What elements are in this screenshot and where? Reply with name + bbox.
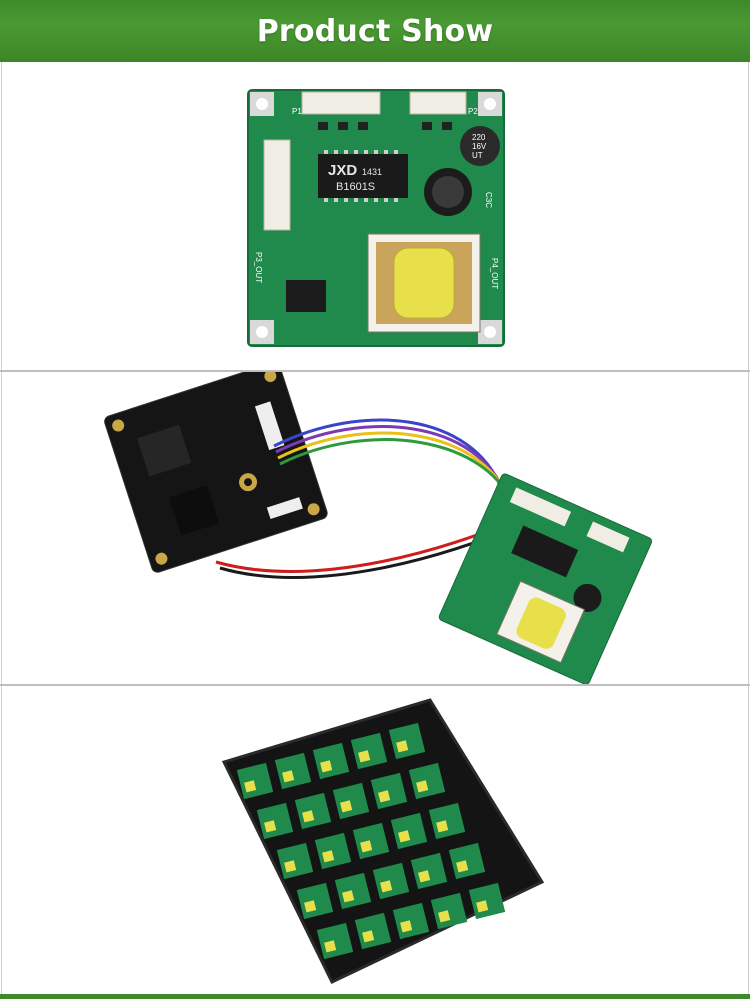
tray-module-board bbox=[430, 892, 468, 930]
tray-module-board bbox=[350, 732, 388, 770]
tray-module-board bbox=[296, 882, 334, 920]
label-p2: P2 bbox=[468, 107, 478, 116]
tray-module-transformer bbox=[342, 890, 355, 903]
page-title: Product Show bbox=[256, 13, 494, 49]
tray-module-transformer bbox=[400, 920, 413, 933]
chip-code-text: 1431 bbox=[362, 167, 382, 177]
poe-module-board-image: JXD 1431 B1601S 220 16V UT P1 P2 P3_OUT … bbox=[247, 89, 505, 347]
tray-module-transformer bbox=[378, 790, 391, 803]
tray-module-transformer bbox=[396, 740, 409, 753]
tray-module-transformer bbox=[380, 880, 393, 893]
tray-module-board bbox=[408, 762, 446, 800]
tray-module-board bbox=[448, 842, 486, 880]
tray-module-transformer bbox=[358, 750, 371, 763]
tray-module-transformer bbox=[418, 870, 431, 883]
camera-board-with-poe-module-image bbox=[104, 372, 653, 684]
tray-module-board bbox=[314, 832, 352, 870]
product-photo-board: JXD 1431 B1601S 220 16V UT P1 P2 P3_OUT … bbox=[1, 62, 749, 370]
tray-module-transformer bbox=[436, 820, 449, 833]
tray-module-transformer bbox=[476, 900, 489, 913]
tray-module-board bbox=[392, 902, 430, 940]
tray-module-transformer bbox=[264, 820, 277, 833]
tray-module-transformer bbox=[304, 900, 317, 913]
tray-module-transformer bbox=[324, 940, 337, 953]
tray-module-transformer bbox=[282, 770, 295, 783]
tray-of-poe-modules-image bbox=[221, 698, 545, 984]
tray-module-board bbox=[256, 802, 294, 840]
tray-module-board bbox=[354, 912, 392, 950]
section-divider bbox=[0, 684, 750, 686]
tray-module-transformer bbox=[340, 800, 353, 813]
tray-module-board bbox=[236, 762, 274, 800]
product-photo-connected bbox=[1, 372, 749, 684]
product-photo-tray bbox=[1, 686, 749, 994]
label-c3c: C3C bbox=[484, 192, 493, 208]
capacitor-text-2: 16V bbox=[472, 142, 487, 151]
capacitor-text-1: 220 bbox=[472, 133, 486, 142]
tray-module-transformer bbox=[362, 930, 375, 943]
tray-module-board bbox=[334, 872, 372, 910]
chip-brand-text: JXD bbox=[328, 162, 357, 179]
chip-model-text: B1601S bbox=[336, 181, 375, 193]
tray-module-transformer bbox=[284, 860, 297, 873]
tray-module-board bbox=[352, 822, 390, 860]
header-banner: Product Show bbox=[0, 0, 750, 62]
tray-module-board bbox=[372, 862, 410, 900]
tray-module-transformer bbox=[438, 910, 451, 923]
tray-module-board bbox=[312, 742, 350, 780]
tray-module-board bbox=[428, 802, 466, 840]
tray-module-board bbox=[276, 842, 314, 880]
tray-module-transformer bbox=[244, 780, 257, 793]
tray-module-transformer bbox=[360, 840, 373, 853]
tray-module-transformer bbox=[416, 780, 429, 793]
tray-module-board bbox=[390, 812, 428, 850]
tray-module-transformer bbox=[320, 760, 333, 773]
tray-module-transformer bbox=[302, 810, 315, 823]
tray-module-board bbox=[388, 722, 426, 760]
label-p4: P4_OUT bbox=[490, 258, 499, 289]
tray-module-board bbox=[332, 782, 370, 820]
tray-module-transformer bbox=[398, 830, 411, 843]
tray-module-board bbox=[294, 792, 332, 830]
tray-module-transformer bbox=[322, 850, 335, 863]
label-p1: P1 bbox=[292, 107, 302, 116]
tray-module-board bbox=[468, 882, 506, 920]
capacitor-text-3: UT bbox=[472, 151, 483, 160]
tray-module-board bbox=[410, 852, 448, 890]
section-divider bbox=[0, 370, 750, 372]
footer-bar bbox=[0, 994, 750, 999]
tray-module-board bbox=[274, 752, 312, 790]
tray-module-board bbox=[370, 772, 408, 810]
tray-module-transformer bbox=[456, 860, 469, 873]
tray-module-board bbox=[316, 922, 354, 960]
label-p3: P3_OUT bbox=[254, 252, 263, 283]
